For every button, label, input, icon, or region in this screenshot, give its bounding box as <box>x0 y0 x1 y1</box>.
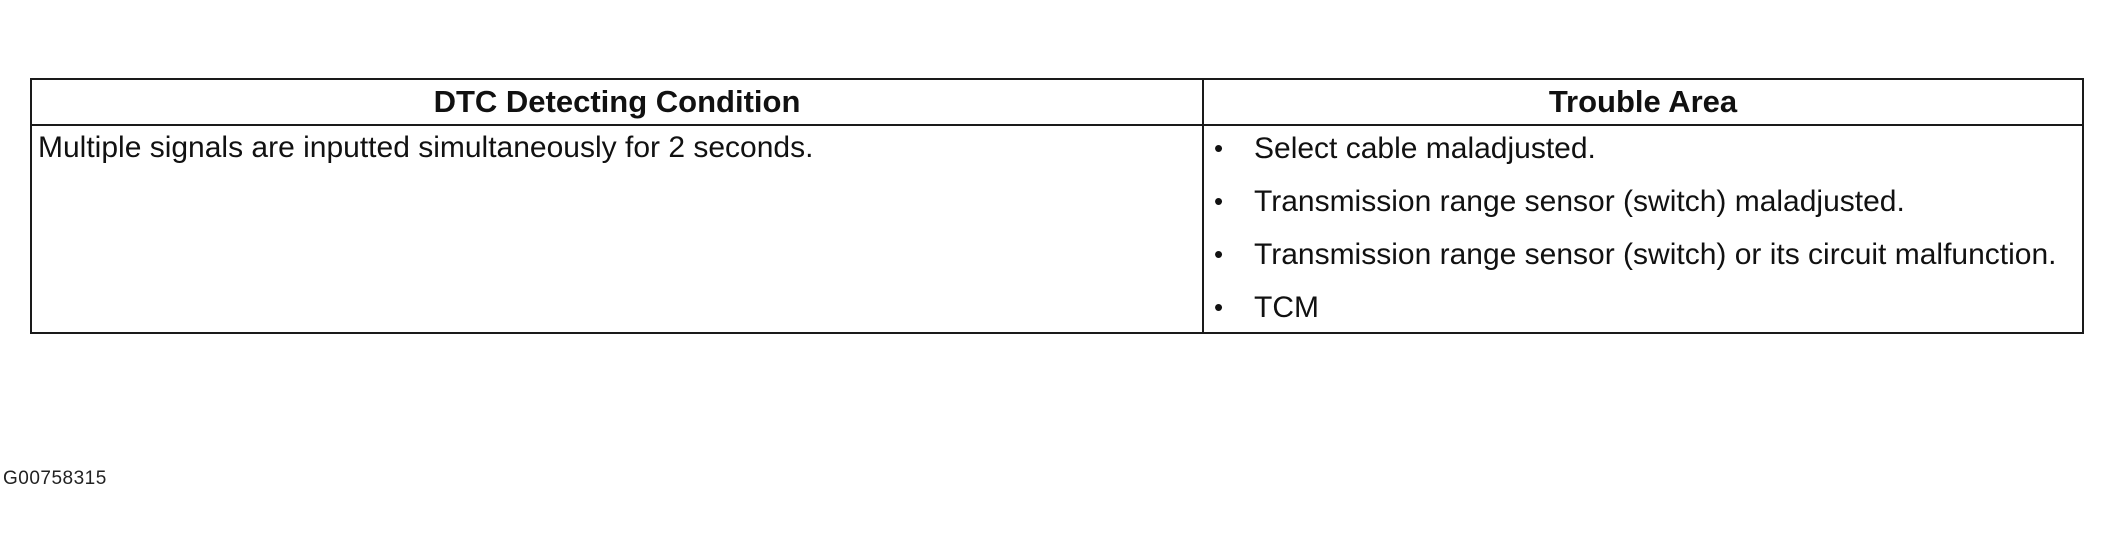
figure-id: G00758315 <box>3 468 107 489</box>
table-header: DTC Detecting Condition Trouble Area <box>30 78 2084 126</box>
bullet-icon: • <box>1214 186 1224 216</box>
list-item: • Transmission range sensor (switch) or … <box>1204 232 2082 285</box>
header-dtc-detecting-condition: DTC Detecting Condition <box>30 78 1204 126</box>
bullet-icon: • <box>1214 133 1224 163</box>
table-body: Multiple signals are inputted simultaneo… <box>30 124 2084 334</box>
header-row: DTC Detecting Condition Trouble Area <box>30 78 2084 126</box>
list-item: • TCM <box>1204 285 2082 332</box>
trouble-area-text: Select cable maladjusted. <box>1254 132 1596 165</box>
trouble-area-list: • Select cable maladjusted. • Transmissi… <box>1204 126 2082 332</box>
bullet-icon: • <box>1214 292 1224 322</box>
list-item: • Transmission range sensor (switch) mal… <box>1204 179 2082 232</box>
dtc-table: DTC Detecting Condition Trouble Area Mul… <box>30 78 2084 334</box>
trouble-area-cell: • Select cable maladjusted. • Transmissi… <box>1202 124 2084 334</box>
header-trouble-area: Trouble Area <box>1202 78 2084 126</box>
trouble-area-text: Transmission range sensor (switch) malad… <box>1254 185 1905 218</box>
list-item: • Select cable maladjusted. <box>1204 126 2082 179</box>
table-row: Multiple signals are inputted simultaneo… <box>30 124 2084 334</box>
trouble-area-text: TCM <box>1254 291 1319 324</box>
bullet-icon: • <box>1214 239 1224 269</box>
trouble-area-text: Transmission range sensor (switch) or it… <box>1254 238 2057 271</box>
condition-cell: Multiple signals are inputted simultaneo… <box>30 124 1204 334</box>
